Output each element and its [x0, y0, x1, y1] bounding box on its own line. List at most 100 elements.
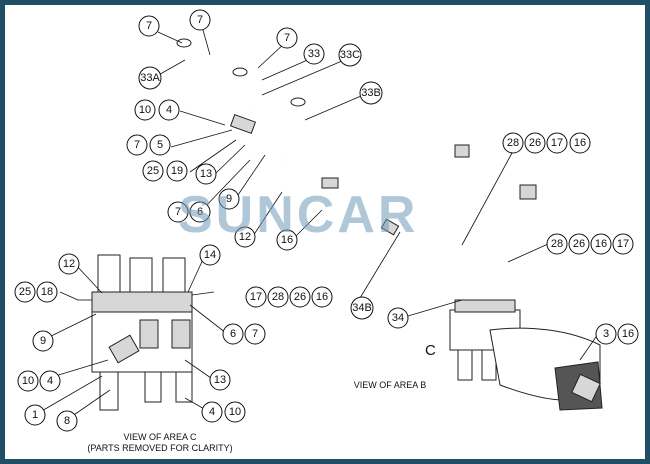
callout-label: 16	[281, 234, 293, 246]
port-fitting	[139, 319, 159, 349]
callout-label: 7	[284, 32, 290, 44]
watermark: SUNCAR	[178, 186, 419, 244]
callout-bubble: 25	[14, 281, 36, 303]
callout-label: 34B	[352, 302, 372, 314]
leader-line	[235, 154, 266, 199]
callout-label: 16	[622, 328, 634, 340]
callout-bubble: 26	[289, 286, 311, 308]
leader-line	[252, 191, 283, 237]
callout-bubble: 34B	[350, 296, 374, 320]
valve-body-top	[91, 291, 193, 313]
valve-leg	[144, 371, 162, 403]
view-c-caption-line1: VIEW OF AREA C	[123, 432, 197, 442]
leader-line	[579, 333, 599, 361]
clamp	[321, 177, 339, 189]
leader-lines	[39, 29, 599, 420]
callout-label: 4	[166, 104, 172, 116]
hose-33b-inner	[292, 104, 462, 251]
port-fitting	[171, 319, 191, 349]
valve-spool	[97, 254, 121, 296]
leader-line	[461, 152, 513, 246]
callout-label: 26	[294, 291, 306, 303]
callout-bubble: 14	[199, 244, 221, 266]
clamp	[454, 144, 470, 158]
callout-bubble: 13	[209, 369, 231, 391]
leader-line	[59, 291, 79, 301]
hose-33a-inner	[177, 43, 248, 130]
leader-line	[507, 243, 549, 263]
hose-assembly	[176, 38, 537, 323]
hose-lower-inner	[281, 155, 485, 323]
callout-bubble: 7	[276, 27, 298, 49]
leader-line	[67, 389, 111, 420]
callout-bubble: 4	[201, 401, 223, 423]
hose-33c-inner	[234, 73, 286, 212]
callout-label: 10	[139, 104, 151, 116]
leader-line	[170, 129, 233, 148]
leader-line	[359, 231, 401, 299]
callout-label: 12	[63, 258, 75, 270]
callout-label: 7	[197, 14, 203, 26]
callout-bubble: 3	[595, 323, 617, 345]
callout-label: 12	[239, 231, 251, 243]
callout-label: 34	[392, 312, 404, 324]
callout-label: 9	[40, 335, 46, 347]
valve-block-right	[449, 299, 603, 411]
view-c-caption: VIEW OF AREA C (PARTS REMOVED FOR CLARIT…	[60, 432, 260, 454]
callout-bubble: 7	[189, 9, 211, 31]
area-c-marker: C	[425, 342, 436, 359]
clamp	[380, 218, 400, 236]
callout-bubble: 4	[39, 370, 61, 392]
callout-label: 7	[134, 139, 140, 151]
callout-label: 26	[529, 137, 541, 149]
fitting-end	[176, 38, 192, 48]
callout-label: 26	[573, 238, 585, 250]
leader-line	[200, 159, 251, 212]
hose-upper-inner	[246, 105, 534, 199]
valve-leg	[175, 371, 193, 403]
callout-bubble: 8	[56, 410, 78, 432]
callout-label: 25	[147, 165, 159, 177]
leader-line	[39, 375, 103, 413]
leader-line	[407, 299, 463, 317]
callouts: 7 7 7 33 33C 33A 33B 10 4 7 5 25 19 13 2…	[14, 9, 639, 432]
callout-bubble: 13	[195, 163, 217, 185]
callout-bubble: 16	[617, 323, 639, 345]
callout-bubble: 28	[546, 233, 568, 255]
callout-label: 10	[229, 406, 241, 418]
callout-label: 3	[603, 328, 609, 340]
callout-label: 4	[209, 406, 215, 418]
callout-bubble: 10	[17, 370, 39, 392]
callout-label: 17	[617, 238, 629, 250]
callout-bubble: 26	[568, 233, 590, 255]
callout-label: 16	[574, 137, 586, 149]
leader-line	[291, 209, 323, 241]
fitting-end	[232, 67, 248, 77]
callout-label: 6	[230, 328, 236, 340]
hose-upper-outer	[249, 109, 531, 196]
callout-bubble: 33C	[338, 43, 362, 67]
callout-bubble: 17	[612, 233, 634, 255]
callout-bubble: 7	[167, 201, 189, 223]
callout-bubble: 17	[546, 132, 568, 154]
callout-label: 28	[272, 291, 284, 303]
leader-line	[179, 110, 226, 126]
callout-bubble: 9	[32, 330, 54, 352]
callout-label: 7	[175, 206, 181, 218]
callout-label: 18	[41, 286, 53, 298]
leader-line	[157, 31, 183, 44]
callout-bubble: 28	[502, 132, 524, 154]
callout-bubble: 16	[276, 229, 298, 251]
valve-spool	[129, 257, 153, 295]
callout-bubble: 12	[58, 253, 80, 275]
callout-label: 28	[507, 137, 519, 149]
leader-line	[202, 29, 211, 56]
cylinder-fitting	[571, 373, 601, 403]
callout-bubble: 9	[218, 188, 240, 210]
callout-bubble: 33A	[138, 66, 162, 90]
callout-bubble: 19	[166, 160, 188, 182]
callout-bubble: 5	[149, 134, 171, 156]
callout-label: 4	[47, 375, 53, 387]
callout-bubble: 4	[158, 99, 180, 121]
